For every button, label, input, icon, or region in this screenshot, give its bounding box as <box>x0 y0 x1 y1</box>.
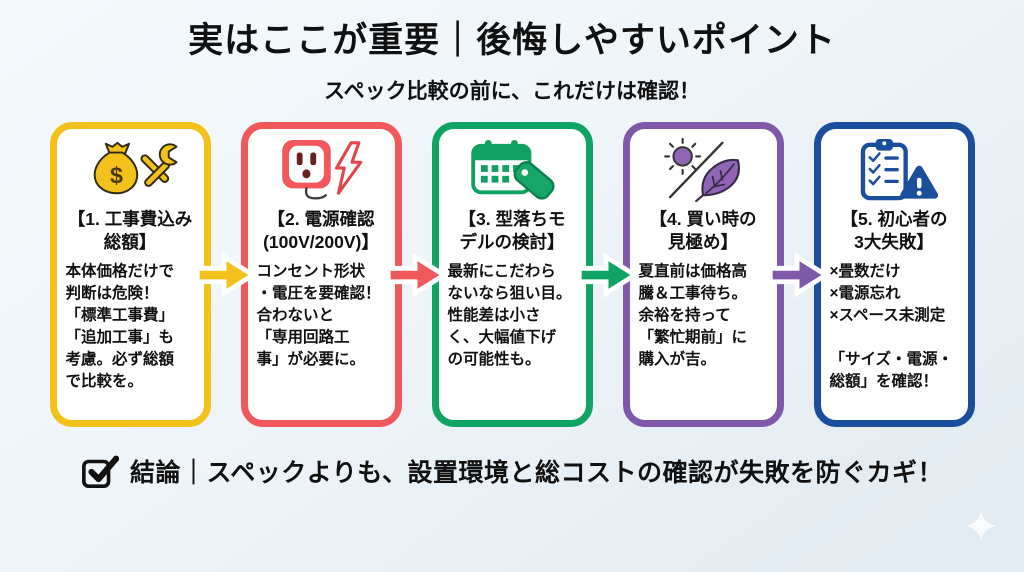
outlet-lightning-icon <box>273 137 369 203</box>
card-body: 本体価格だけで 判断は危険！ 「標準工事費」 「追加工事」も 考慮。必ず総額 で… <box>65 263 175 391</box>
calendar-price-tag-icon <box>464 137 560 203</box>
clipboard-warning-icon <box>846 137 942 203</box>
card-body: コンセント形状 ・電圧を要確認！ 合わないと 「専用回路工 事」が必要に。 <box>256 263 381 369</box>
card-2-power-check: 【2. 電源確認 (100V/200V)】 コンセント形状 ・電圧を要確認！ 合… <box>240 122 402 427</box>
flow-arrow-4 <box>767 251 830 298</box>
card-heading: 【4. 買い時の 見極め】 <box>649 209 757 253</box>
card-4-buy-timing: 【4. 買い時の 見極め】 夏直前は価格高 騰＆工事待ち。 余裕を持って 「繁忙… <box>622 122 784 427</box>
conclusion-text: 結論｜スペックよりも、設置環境と総コストの確認が失敗を防ぐカギ！ <box>129 459 943 487</box>
four-point-sparkle-icon <box>966 511 996 546</box>
cards-row: $ 【1. 工事費込み 総額】 本体価格だけで 判断は危険！ 「標準工事費」 「… <box>0 122 1024 427</box>
flow-arrow-1 <box>194 251 257 298</box>
card-body: ×畳数だけ ×電源忘れ ×スペース未測定 「サイズ・電源・ 総額」を確認！ <box>829 263 954 391</box>
flow-arrow-3 <box>576 251 639 298</box>
card-body: 夏直前は価格高 騰＆工事待ち。 余裕を持って 「繁忙期前」に 購入が吉。 <box>638 263 748 369</box>
card-heading: 【5. 初心者の 3大失敗】 <box>840 209 948 253</box>
card-body: 最新にこだわら ないなら狙い目。 性能差は小さ く、大幅値下げ の可能性も。 <box>447 263 572 369</box>
card-heading: 【3. 型落ちモ デルの検討】 <box>458 209 566 253</box>
page-title: 実はここが重要｜後悔しやすいポイント <box>188 21 836 60</box>
checkbox-check-icon <box>81 452 119 490</box>
card-heading: 【2. 電源確認 (100V/200V)】 <box>263 209 379 253</box>
flow-arrow-2 <box>385 251 448 298</box>
svg-text:$: $ <box>110 163 123 189</box>
sun-leaf-season-icon <box>655 137 751 203</box>
conclusion-bar: 結論｜スペックよりも、設置環境と総コストの確認が失敗を防ぐカギ！ <box>0 452 1024 490</box>
card-heading: 【1. 工事費込み 総額】 <box>67 209 193 253</box>
money-bag-tools-icon: $ <box>82 137 178 203</box>
card-5-beginner-mistakes: 【5. 初心者の 3大失敗】 ×畳数だけ ×電源忘れ ×スペース未測定 「サイズ… <box>813 122 975 427</box>
card-3-older-model: 【3. 型落ちモ デルの検討】 最新にこだわら ないなら狙い目。 性能差は小さ … <box>431 122 593 427</box>
card-1-total-cost: $ 【1. 工事費込み 総額】 本体価格だけで 判断は危険！ 「標準工事費」 「… <box>49 122 211 427</box>
page-subtitle: スペック比較の前に、これだけは確認！ <box>324 80 700 103</box>
